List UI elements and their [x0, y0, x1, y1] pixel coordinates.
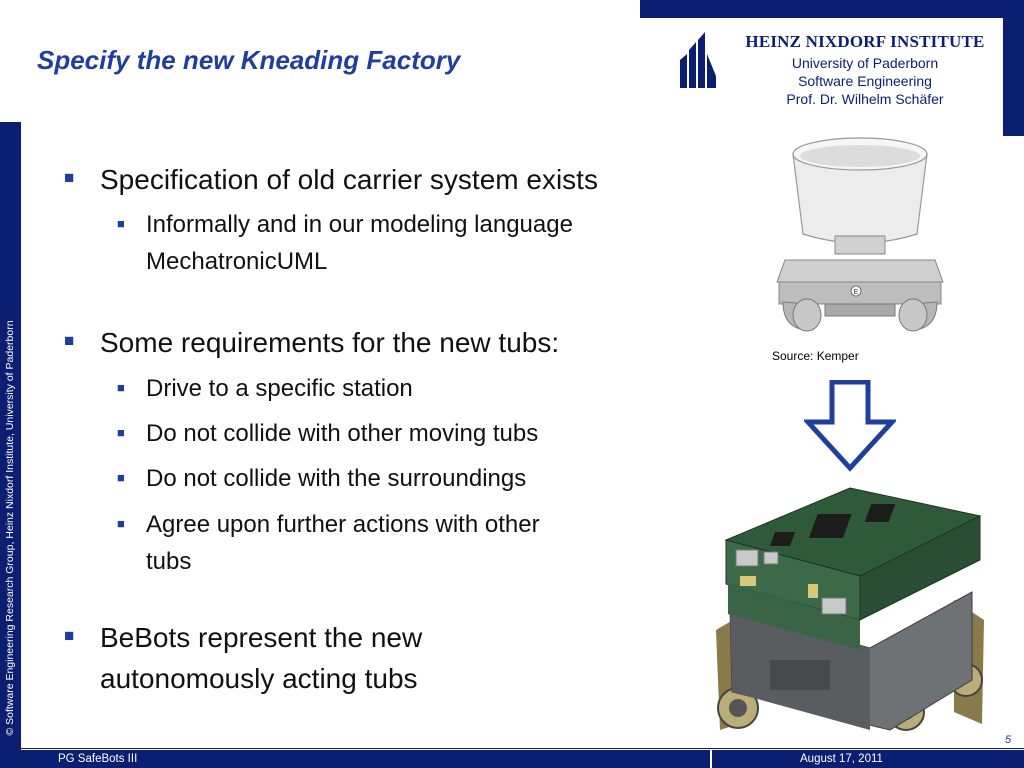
institute-line-university: University of Paderborn — [791, 55, 939, 71]
down-arrow-icon — [804, 380, 896, 472]
bullet-2-text: Some requirements for the new tubs: — [100, 327, 560, 358]
bullet-1-text: Specification of old carrier system exis… — [100, 164, 598, 195]
footer-line — [21, 748, 1024, 749]
square-bullet-icon: ■ — [117, 516, 125, 531]
bullet-3-text-2: autonomously acting tubs — [100, 663, 418, 694]
header-right-bar — [1003, 0, 1024, 136]
bullet-3-text: BeBots represent the new — [100, 622, 423, 653]
institute-line-professor: Prof. Dr. Wilhelm Schäfer — [786, 91, 944, 107]
bullet-1-sub-1-text: Informally and in our modeling language — [146, 211, 573, 238]
sidebar-bar — [0, 122, 21, 768]
institute-name: HEINZ NIXDORF INSTITUTE — [745, 32, 985, 51]
bullet-2-sub-4-text-2: tubs — [146, 548, 192, 575]
square-bullet-icon: ■ — [117, 380, 125, 395]
square-bullet-icon: ■ — [117, 425, 125, 440]
page-number: 5 — [1005, 734, 1012, 746]
bebot-robot-image — [710, 480, 990, 736]
slide-title: Specify the new Kneading Factory — [37, 45, 461, 75]
square-bullet-icon: ■ — [117, 470, 125, 485]
hni-logo-icon — [680, 32, 716, 88]
square-bullet-icon: ■ — [117, 216, 125, 231]
carrier-label: E — [854, 289, 859, 296]
square-bullet-icon: ■ — [64, 168, 75, 187]
bullet-2-sub-3-text: Do not collide with the surroundings — [146, 465, 527, 492]
header-top-bar — [640, 0, 1024, 18]
square-bullet-icon: ■ — [64, 331, 75, 350]
image-source-caption: Source: Kemper — [772, 349, 859, 363]
institute-line-department: Software Engineering — [798, 73, 932, 89]
footer-date: August 17, 2011 — [800, 753, 883, 765]
bullet-1-sub-1-text-2: MechatronicUML — [146, 248, 328, 275]
bullet-2-sub-1-text: Drive to a specific station — [146, 375, 413, 402]
footer-separator — [710, 750, 712, 768]
footer-course: PG SafeBots III — [58, 753, 138, 765]
footer-bar — [21, 750, 1024, 768]
square-bullet-icon: ■ — [64, 626, 75, 645]
sidebar-copyright: © Software Engineering Research Group, H… — [4, 320, 16, 736]
carrier-system-image: E — [765, 132, 955, 347]
bullet-2-sub-2-text: Do not collide with other moving tubs — [146, 420, 539, 447]
bullet-2-sub-4-text: Agree upon further actions with other — [146, 511, 540, 538]
